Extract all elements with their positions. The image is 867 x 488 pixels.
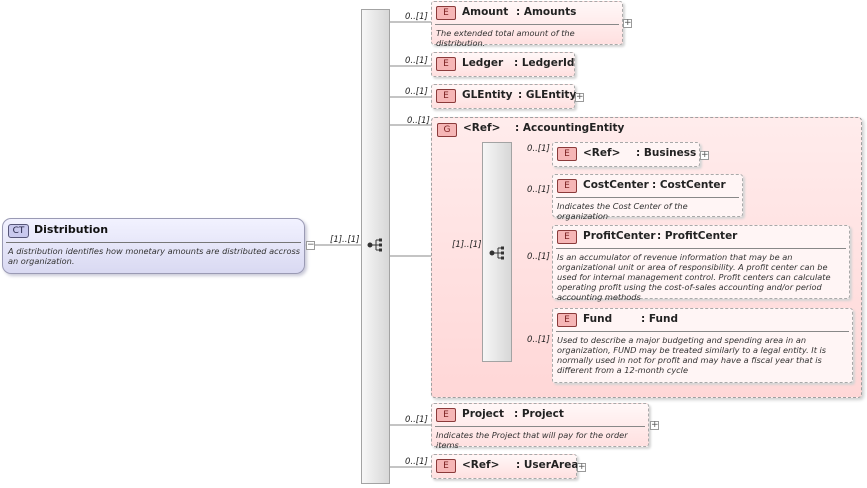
- root-cardinality: [1]..[1]: [330, 235, 360, 245]
- inner-sequence-compositor[interactable]: [482, 142, 512, 362]
- divider: [556, 248, 846, 249]
- element-badge: E: [436, 459, 456, 473]
- expand-toggle[interactable]: +: [577, 462, 586, 472]
- element-type: : Fund: [641, 313, 678, 325]
- complex-type-distribution[interactable]: CT Distribution A distribution identifie…: [2, 218, 305, 274]
- divider: [556, 197, 739, 198]
- element-badge: E: [436, 57, 456, 71]
- element-documentation: The extended total amount of the distrib…: [436, 28, 575, 48]
- expand-toggle[interactable]: +: [650, 420, 659, 430]
- element-type: : UserArea: [516, 459, 579, 471]
- element-type: : GLEntity: [518, 89, 577, 101]
- element-documentation: Is an accumulator of revenue information…: [557, 252, 831, 302]
- element-documentation: Indicates the Cost Center of the organiz…: [557, 201, 688, 221]
- element-fund[interactable]: E Fund : Fund Used to describe a major b…: [552, 308, 853, 383]
- divider: [435, 24, 619, 25]
- complex-type-name: Distribution: [34, 223, 109, 236]
- expand-toggle[interactable]: +: [575, 92, 584, 102]
- element-documentation: Indicates the Project that will pay for …: [436, 430, 628, 450]
- complex-type-documentation: A distribution identifies how monetary a…: [8, 246, 301, 266]
- element-business[interactable]: E <Ref> : Business: [552, 142, 700, 167]
- element-badge: E: [436, 6, 456, 20]
- element-name: Ledger: [462, 57, 504, 69]
- element-badge: E: [436, 89, 456, 103]
- element-type: : Business: [636, 147, 697, 159]
- element-name: <Ref>: [583, 147, 621, 159]
- element-costcenter[interactable]: E CostCenter : CostCenter Indicates the …: [552, 174, 743, 221]
- divider: [6, 242, 301, 243]
- element-type: : CostCenter: [652, 179, 726, 191]
- element-badge: E: [557, 313, 577, 327]
- element-ledger[interactable]: E Ledger : LedgerId: [431, 52, 575, 77]
- element-name: Project: [462, 408, 505, 420]
- collapse-toggle[interactable]: −: [306, 240, 315, 250]
- element-userarea[interactable]: E <Ref> : UserArea: [431, 454, 579, 479]
- element-type: : ProfitCenter: [657, 230, 738, 242]
- element-badge: E: [557, 230, 577, 244]
- element-documentation: Used to describe a major budgeting and s…: [557, 335, 827, 375]
- costcenter-cardinality: 0..[1]: [527, 185, 550, 195]
- element-project[interactable]: E Project : Project Indicates the Projec…: [431, 403, 649, 450]
- divider: [556, 331, 849, 332]
- userarea-cardinality: 0..[1]: [405, 457, 428, 467]
- element-name: ProfitCenter: [583, 230, 656, 242]
- amount-cardinality: 0..[1]: [405, 12, 428, 22]
- glentity-cardinality: 0..[1]: [405, 87, 428, 97]
- profitcenter-cardinality: 0..[1]: [527, 252, 550, 262]
- ledger-cardinality: 0..[1]: [405, 56, 428, 66]
- sequence-icon: [489, 246, 504, 260]
- element-type: : Project: [514, 408, 564, 420]
- element-profitcenter[interactable]: E ProfitCenter : ProfitCenter Is an accu…: [552, 225, 850, 302]
- element-name: CostCenter: [583, 179, 649, 191]
- element-glentity[interactable]: E GLEntity : GLEntity: [431, 84, 577, 109]
- project-cardinality: 0..[1]: [405, 415, 428, 425]
- group-badge: G: [437, 123, 457, 137]
- element-badge: E: [436, 408, 456, 422]
- sequence-icon: [367, 238, 382, 252]
- element-badge: E: [557, 179, 577, 193]
- expand-toggle[interactable]: +: [623, 18, 632, 28]
- element-name: <Ref>: [462, 459, 500, 471]
- group-sequence-cardinality: [1]..[1]: [452, 240, 482, 250]
- element-name: Amount: [462, 6, 509, 18]
- element-type: : LedgerId: [514, 57, 575, 69]
- divider: [435, 426, 645, 427]
- element-type: : Amounts: [516, 6, 577, 18]
- element-name: Fund: [583, 313, 613, 325]
- group-type: : AccountingEntity: [515, 122, 625, 134]
- element-amount[interactable]: E Amount : Amounts The extended total am…: [431, 1, 623, 48]
- group-cardinality: 0..[1]: [407, 116, 430, 126]
- business-cardinality: 0..[1]: [527, 144, 550, 154]
- complex-type-badge: CT: [8, 224, 29, 238]
- element-name: GLEntity: [462, 89, 513, 101]
- group-name: <Ref>: [463, 122, 501, 134]
- element-badge: E: [557, 147, 577, 161]
- expand-toggle[interactable]: +: [700, 150, 709, 160]
- fund-cardinality: 0..[1]: [527, 335, 550, 345]
